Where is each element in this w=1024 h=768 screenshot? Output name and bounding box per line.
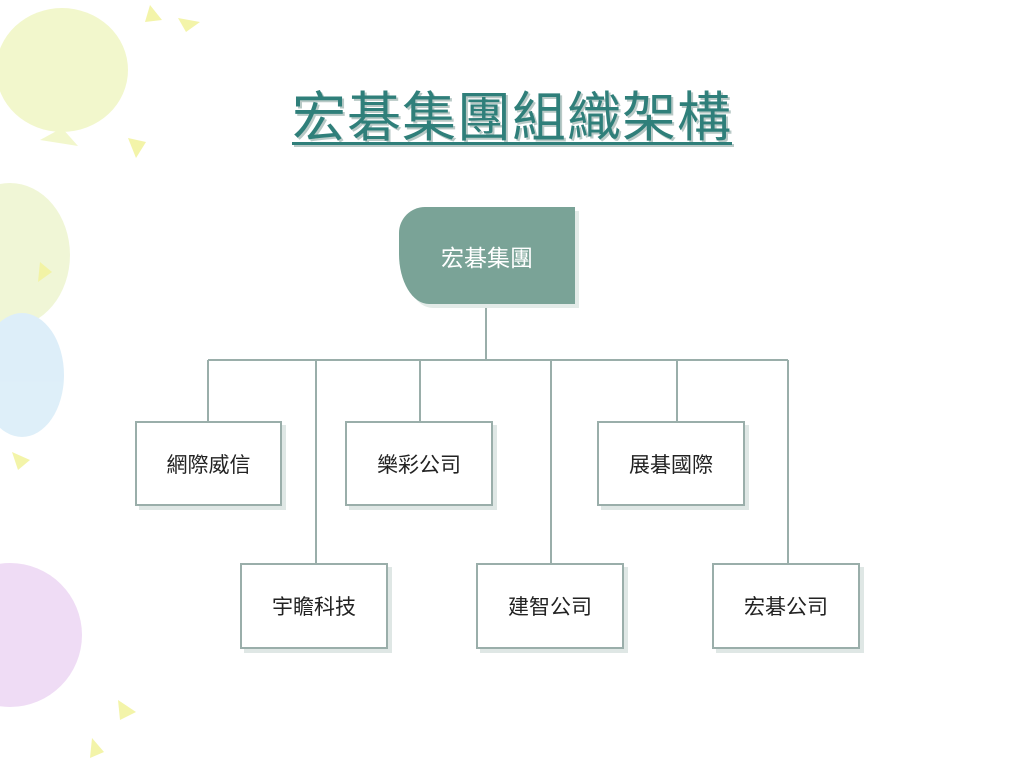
org-node: 建智公司 — [476, 563, 624, 649]
org-root-node: 宏碁集團 — [399, 207, 575, 304]
org-node: 樂彩公司 — [345, 421, 493, 506]
org-node: 展碁國際 — [597, 421, 745, 506]
org-node: 宏碁公司 — [712, 563, 860, 649]
org-node: 宇瞻科技 — [240, 563, 388, 649]
slide-title: 宏碁集團組織架構 — [292, 86, 732, 149]
org-node: 網際威信 — [135, 421, 282, 506]
